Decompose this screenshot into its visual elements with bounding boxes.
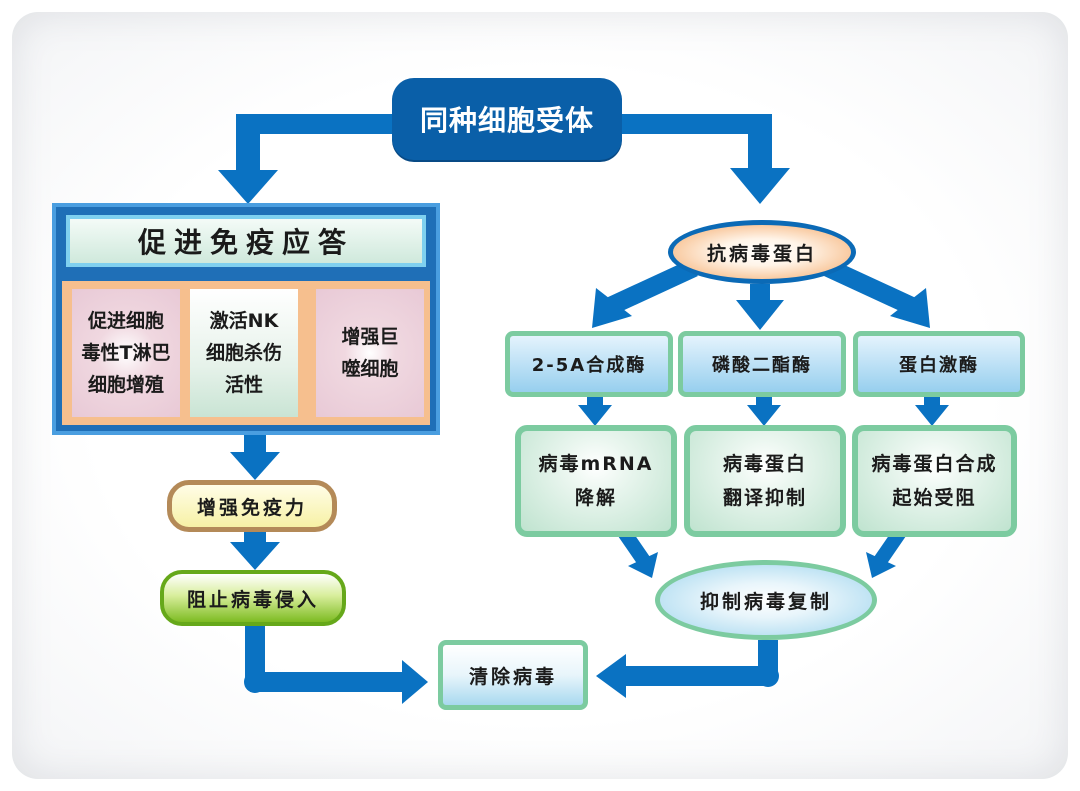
- label-nk-activation: 激活NK 细胞杀伤 活性: [205, 310, 282, 396]
- arrowhead-clear-from-left: [402, 660, 428, 704]
- node-antiviral-protein: 抗病毒蛋白: [668, 220, 856, 284]
- node-macrophage-enhance: 增强巨 噬细胞: [316, 289, 424, 417]
- node-enhance-immunity: 增强免疫力: [167, 480, 337, 532]
- connector-root-right-v: [748, 114, 772, 172]
- arrowhead-immune-panel: [218, 170, 278, 204]
- node-enzyme-phosphodiesterase: 磷酸二酯酶: [678, 331, 846, 397]
- connector-panel-enhance: [244, 434, 266, 456]
- label-synthesis-initiation-blocked: 病毒蛋白合成 起始受阻: [871, 453, 998, 509]
- arrowhead-effect-1: [578, 405, 612, 426]
- arrowhead-clear-from-right: [596, 654, 626, 698]
- label-macrophage-enhance: 增强巨 噬细胞: [341, 326, 399, 380]
- node-enzyme-protein-kinase: 蛋白激酶: [853, 331, 1025, 397]
- panel-immune-response: 促进免疫应答 促进细胞 毒性T淋巴 细胞增殖 激活NK 细胞杀伤 活性 增强巨 …: [52, 203, 440, 435]
- arrowhead-inhibit-left: [628, 552, 658, 578]
- arrowhead-block-entry: [230, 542, 280, 570]
- connector-f3-inhibit: [872, 528, 906, 568]
- node-clear-virus: 清除病毒: [438, 640, 588, 710]
- node-ctl-proliferation: 促进细胞 毒性T淋巴 细胞增殖: [72, 289, 180, 417]
- arrowhead-enzyme-1: [592, 288, 632, 328]
- connector-root-left-h: [236, 114, 396, 134]
- node-promote-immune-response: 促进免疫应答: [66, 215, 426, 267]
- connector-protein-e3: [824, 262, 916, 312]
- arrowhead-enzyme-3: [890, 288, 930, 328]
- node-cell-receptor: 同种细胞受体: [392, 78, 622, 160]
- label-mrna-degradation: 病毒mRNA 降解: [538, 453, 654, 509]
- arrowhead-antiviral-protein: [730, 168, 790, 204]
- arrowhead-effect-3: [915, 405, 949, 426]
- panel-immune-effects: 促进细胞 毒性T淋巴 细胞增殖 激活NK 细胞杀伤 活性 增强巨 噬细胞: [62, 281, 430, 425]
- connector-root-right-h: [618, 114, 772, 134]
- node-nk-activation: 激活NK 细胞杀伤 活性: [190, 289, 298, 417]
- label-translation-inhibition: 病毒蛋白 翻译抑制: [722, 453, 807, 509]
- node-mrna-degradation: 病毒mRNA 降解: [515, 425, 677, 537]
- arrowhead-enhance-immunity: [230, 452, 280, 480]
- label-ctl-proliferation: 促进细胞 毒性T淋巴 细胞增殖: [81, 310, 171, 396]
- connector-root-left-v: [236, 114, 260, 176]
- node-enzyme-2-5a-synthetase: 2-5A合成酶: [505, 331, 673, 397]
- connector-inhibit-left: [622, 666, 768, 686]
- connector-block-down: [245, 626, 265, 684]
- connector-block-right: [250, 672, 406, 692]
- node-synthesis-initiation-blocked: 病毒蛋白合成 起始受阻: [852, 425, 1017, 537]
- node-translation-inhibition: 病毒蛋白 翻译抑制: [684, 425, 846, 537]
- node-inhibit-replication: 抑制病毒复制: [655, 560, 877, 640]
- arrowhead-effect-2: [747, 405, 781, 426]
- connector-protein-e1: [606, 262, 698, 312]
- arrowhead-inhibit-right: [866, 552, 896, 578]
- connector-f1-inhibit: [618, 528, 652, 568]
- connector-protein-e2: [750, 284, 770, 304]
- node-block-virus-entry: 阻止病毒侵入: [160, 570, 346, 626]
- arrowhead-enzyme-2: [736, 300, 784, 330]
